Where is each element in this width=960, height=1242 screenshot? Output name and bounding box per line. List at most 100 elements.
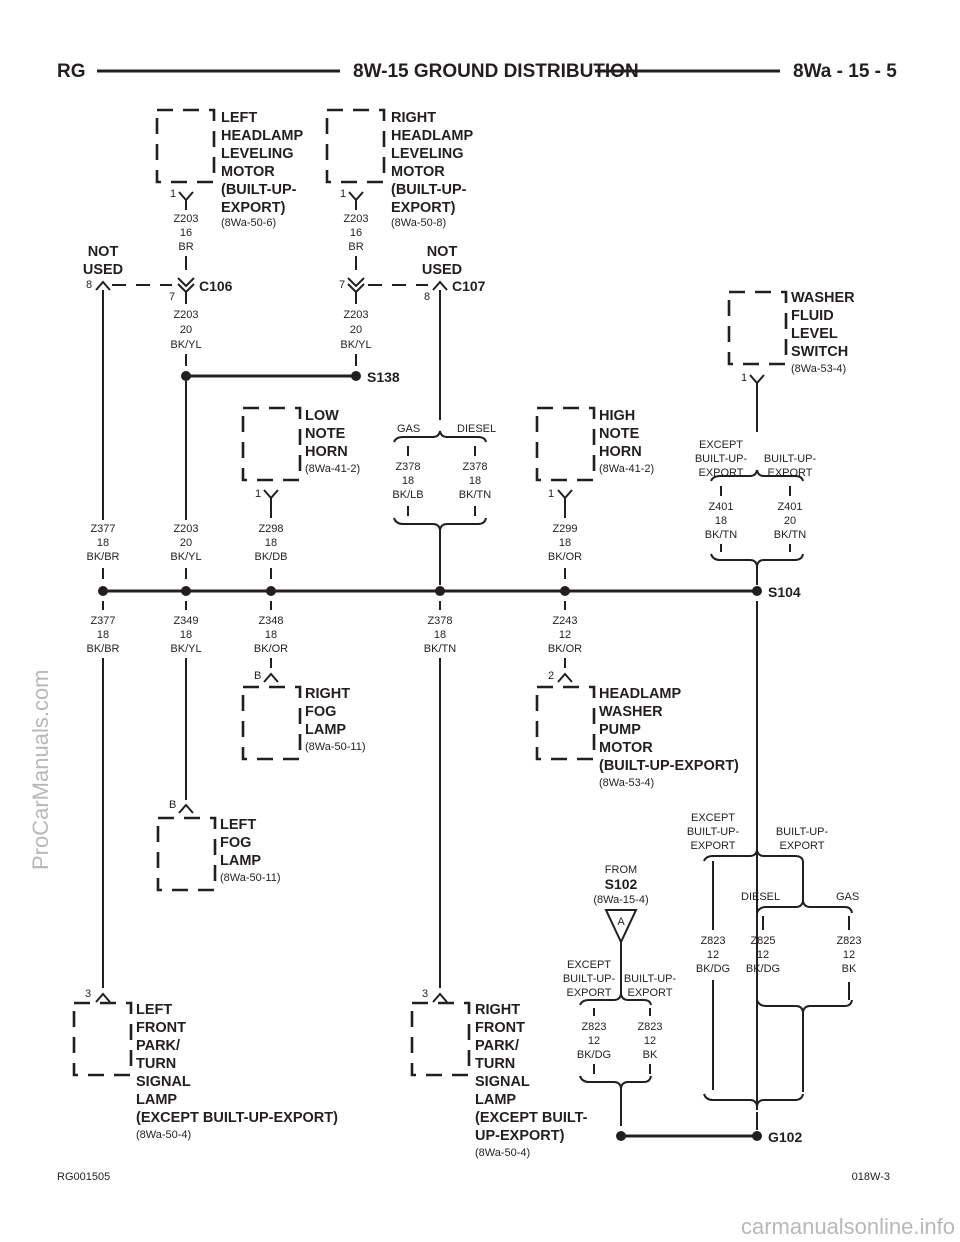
- component-label: LEFT FOG LAMP: [220, 817, 261, 869]
- washer-fluid-level-switch[interactable]: WASHER FLUID LEVEL SWITCH (8Wa-53-4): [727, 290, 859, 375]
- footer-right: 018W-3: [852, 1171, 890, 1183]
- right-fog-lamp[interactable]: RIGHT FOG LAMP (8Wa-50-11): [241, 685, 366, 761]
- svg-text:8: 8: [86, 279, 92, 291]
- high-note-horn[interactable]: HIGH NOTE HORN (8Wa-41-2): [535, 406, 654, 482]
- pin-label: 1: [741, 372, 747, 384]
- svg-text:GAS: GAS: [397, 423, 420, 435]
- svg-text:BUILT-UP-EXPORT: BUILT-UP-EXPORT: [764, 453, 817, 479]
- pin-label: 1: [340, 188, 346, 200]
- connector-c106[interactable]: 8 7 C106: [86, 277, 233, 303]
- page-header: RG 8W-15 GROUND DISTRIBUTION 8Wa - 15 - …: [57, 61, 897, 82]
- low-note-horn[interactable]: LOW NOTE HORN (8Wa-41-2): [241, 406, 360, 482]
- connector-label: C106: [199, 278, 233, 294]
- svg-text:7: 7: [339, 279, 345, 291]
- pin-label: 1: [170, 188, 176, 200]
- connector-c107[interactable]: 7 8 C107: [339, 277, 486, 303]
- component-ref: (8Wa-41-2): [599, 463, 654, 475]
- component-label: RIGHT FOG LAMP: [305, 686, 354, 738]
- svg-text:8: 8: [424, 291, 430, 303]
- from-splice-s102[interactable]: FROM S102 (8Wa-15-4) A: [593, 864, 649, 945]
- bottom-watermark: carmanualsonline.info: [741, 1214, 955, 1239]
- component-label: WASHER FLUID LEVEL SWITCH: [791, 290, 859, 360]
- pin-label: 3: [85, 988, 91, 1000]
- option-label: GAS DIESEL: [397, 423, 496, 435]
- component-label: HEADLAMP WASHER PUMP MOTOR (BUILT-UP-EXP…: [599, 686, 739, 774]
- option-label: DIESEL GAS: [741, 891, 859, 903]
- left-fog-lamp[interactable]: LEFT FOG LAMP (8Wa-50-11): [156, 816, 281, 892]
- pin-label: 1: [548, 488, 554, 500]
- component-ref: (8Wa-50-4): [136, 1129, 191, 1141]
- svg-text:A: A: [617, 916, 625, 928]
- svg-text:BUILT-UP-EXPORT: BUILT-UP-EXPORT: [776, 826, 829, 852]
- header-left: RG: [57, 61, 86, 82]
- pin-label: 1: [255, 488, 261, 500]
- right-headlamp-leveling-motor[interactable]: RIGHT HEADLAMP LEVELING MOTOR (BUILT-UP-…: [325, 108, 477, 229]
- ground-g102[interactable]: G102: [616, 1112, 802, 1145]
- side-watermark: ProCarManuals.com: [28, 669, 53, 870]
- component-label: LOW NOTE HORN: [305, 408, 349, 460]
- component-ref: (8Wa-41-2): [305, 463, 360, 475]
- splice-label: S138: [367, 369, 400, 385]
- component-ref: (8Wa-53-4): [791, 363, 846, 375]
- splice-s138[interactable]: S138: [181, 369, 400, 385]
- right-front-park-turn-lamp[interactable]: RIGHT FRONT PARK/ TURN SIGNAL LAMP (EXCE…: [410, 1001, 592, 1159]
- component-label: LEFT FRONT PARK/ TURN SIGNAL LAMP (EXCEP…: [136, 1002, 338, 1126]
- pin-label: 3: [422, 988, 428, 1000]
- svg-text:GAS: GAS: [836, 891, 859, 903]
- svg-text:(8Wa-15-4): (8Wa-15-4): [593, 894, 648, 906]
- splice-label: S102: [605, 876, 638, 892]
- splice-label: S104: [768, 584, 801, 600]
- footer-left: RG001505: [57, 1171, 110, 1183]
- svg-text:DIESEL: DIESEL: [457, 423, 496, 435]
- component-ref: (8Wa-50-8): [391, 217, 446, 229]
- left-headlamp-leveling-motor[interactable]: LEFT HEADLAMP LEVELING MOTOR (BUILT-UP- …: [155, 108, 307, 229]
- svg-text:DIESEL: DIESEL: [741, 891, 780, 903]
- header-page: 8Wa - 15 - 5: [793, 61, 897, 82]
- component-label: RIGHT FRONT PARK/ TURN SIGNAL LAMP (EXCE…: [475, 1002, 592, 1144]
- connector-label: C107: [452, 278, 486, 294]
- header-title: 8W-15 GROUND DISTRIBUTION: [353, 61, 639, 82]
- left-front-park-turn-lamp[interactable]: LEFT FRONT PARK/ TURN SIGNAL LAMP (EXCEP…: [72, 1001, 338, 1141]
- component-label: LEFT HEADLAMP LEVELING MOTOR (BUILT-UP- …: [221, 110, 307, 216]
- splice-s104[interactable]: S104: [98, 584, 801, 600]
- headlamp-washer-pump-motor[interactable]: HEADLAMP WASHER PUMP MOTOR (BUILT-UP-EXP…: [535, 685, 739, 789]
- svg-text:7: 7: [169, 291, 175, 303]
- component-ref: (8Wa-50-4): [475, 1147, 530, 1159]
- pin-label: B: [169, 799, 176, 811]
